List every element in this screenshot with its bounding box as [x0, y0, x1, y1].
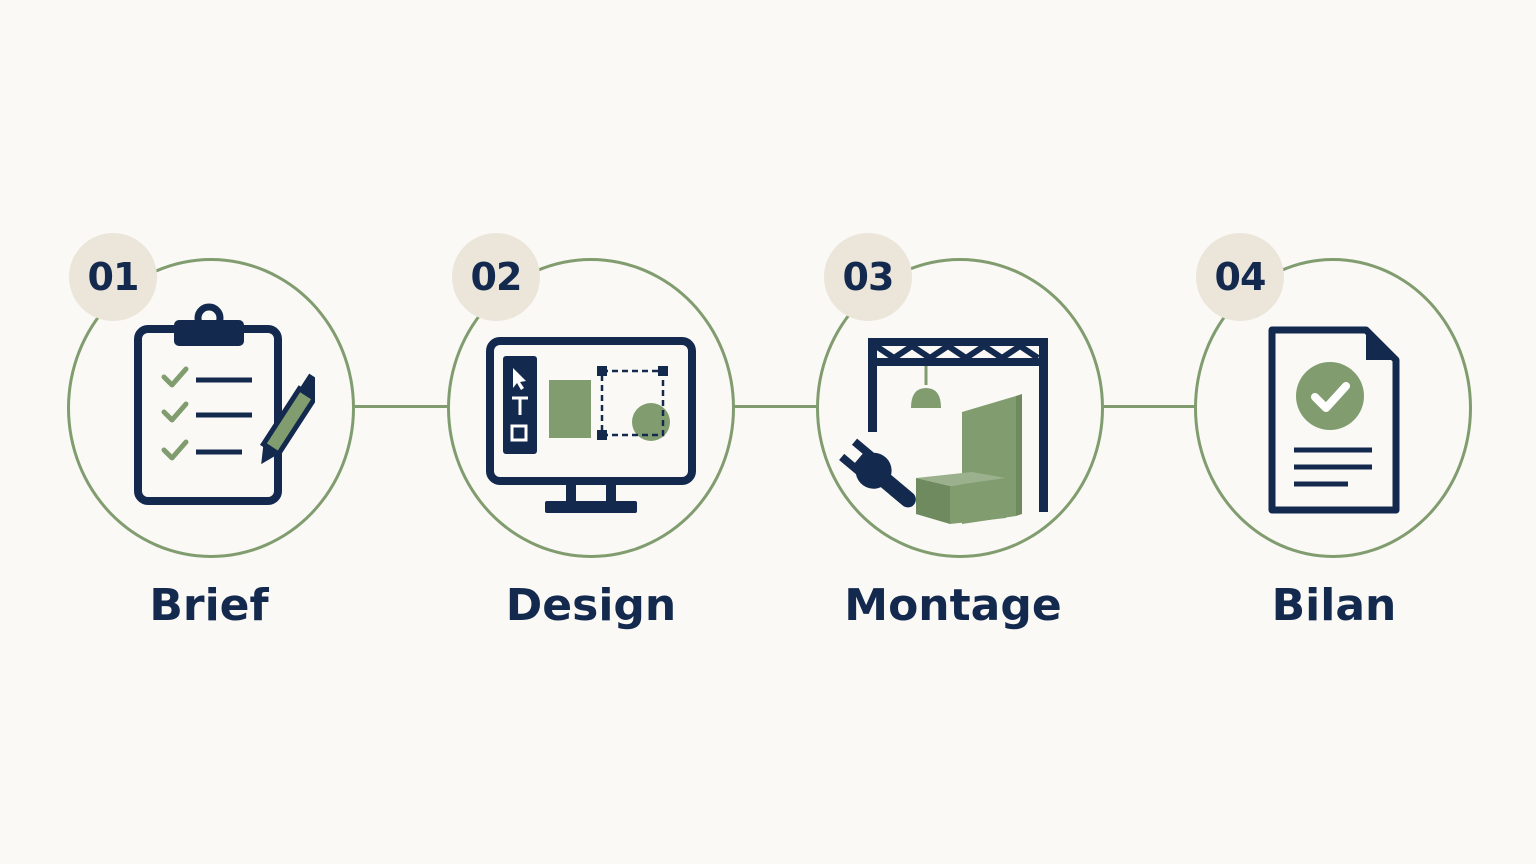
- step-circle-1: [67, 258, 355, 558]
- step-number-badge: 02: [452, 233, 540, 321]
- step-label-design: Design: [505, 580, 677, 631]
- step-label-bilan: Bilan: [1271, 580, 1397, 631]
- step-number-badge: 01: [69, 233, 157, 321]
- step-circle-4: [1194, 258, 1472, 558]
- step-label-brief: Brief: [149, 580, 269, 631]
- document-check-report-icon: [1268, 326, 1400, 514]
- clipboard-checklist-pencil-icon: [134, 303, 315, 505]
- connector-line-2-3: [733, 405, 819, 408]
- step-number-badge: 03: [824, 233, 912, 321]
- step-number-badge: 04: [1196, 233, 1284, 321]
- monitor-design-tools-icon: [486, 337, 696, 513]
- truss-wrench-construction-icon: [839, 338, 1048, 524]
- step-circle-3: [816, 258, 1104, 558]
- connector-line-1-2: [353, 405, 449, 408]
- step-circle-2: [447, 258, 735, 558]
- connector-line-3-4: [1101, 405, 1196, 408]
- step-label-montage: Montage: [844, 580, 1062, 631]
